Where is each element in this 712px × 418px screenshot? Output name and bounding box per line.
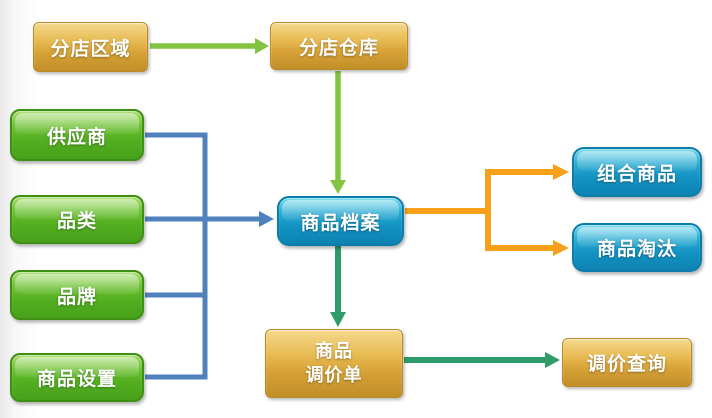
- node-price-adjust-order-label-line1: 商品: [315, 341, 353, 363]
- node-combo-product: 组合商品: [572, 147, 702, 197]
- node-branch-warehouse: 分店仓库: [270, 22, 408, 70]
- teal-connector-lines: [335, 246, 546, 363]
- node-price-adjust-order: 商品 调价单: [265, 329, 403, 398]
- node-supplier-label: 供应商: [46, 125, 107, 148]
- node-product-discontinue-label: 商品淘汰: [596, 238, 677, 260]
- green-arrowhead-down-icon: [330, 180, 346, 194]
- orange-connector-lines: [405, 169, 554, 251]
- node-product-archive-label: 商品档案: [300, 211, 381, 234]
- node-price-adjust-query-label: 调价查询: [586, 353, 667, 375]
- node-product-archive: 商品档案: [277, 196, 404, 246]
- node-supplier: 供应商: [10, 109, 144, 161]
- orange-arrowhead-bottom-icon: [553, 240, 569, 256]
- node-brand-label: 品牌: [56, 285, 97, 308]
- node-product-settings: 商品设置: [10, 353, 144, 402]
- orange-arrowhead-top-icon: [553, 164, 569, 180]
- teal-arrowhead-right-icon: [545, 352, 560, 368]
- node-branch-region-label: 分店区域: [50, 37, 131, 60]
- node-brand: 品牌: [10, 270, 144, 320]
- green-arrowhead-right-icon: [255, 38, 269, 54]
- blue-connector-lines: [145, 132, 260, 380]
- node-product-settings-label: 商品设置: [36, 368, 117, 390]
- teal-arrowhead-down-icon: [330, 312, 346, 327]
- blue-arrowhead-right-icon: [259, 211, 274, 227]
- node-price-adjust-order-label-line2: 调价单: [305, 364, 363, 386]
- node-product-discontinue: 商品淘汰: [572, 223, 702, 272]
- node-branch-warehouse-label: 分店仓库: [298, 36, 379, 59]
- node-price-adjust-query: 调价查询: [562, 338, 692, 387]
- node-branch-region: 分店区域: [33, 22, 148, 72]
- green-connector-lines: [150, 43, 341, 181]
- node-category: 品类: [10, 195, 144, 244]
- node-category-label: 品类: [56, 210, 97, 232]
- node-combo-product-label: 组合商品: [596, 162, 677, 185]
